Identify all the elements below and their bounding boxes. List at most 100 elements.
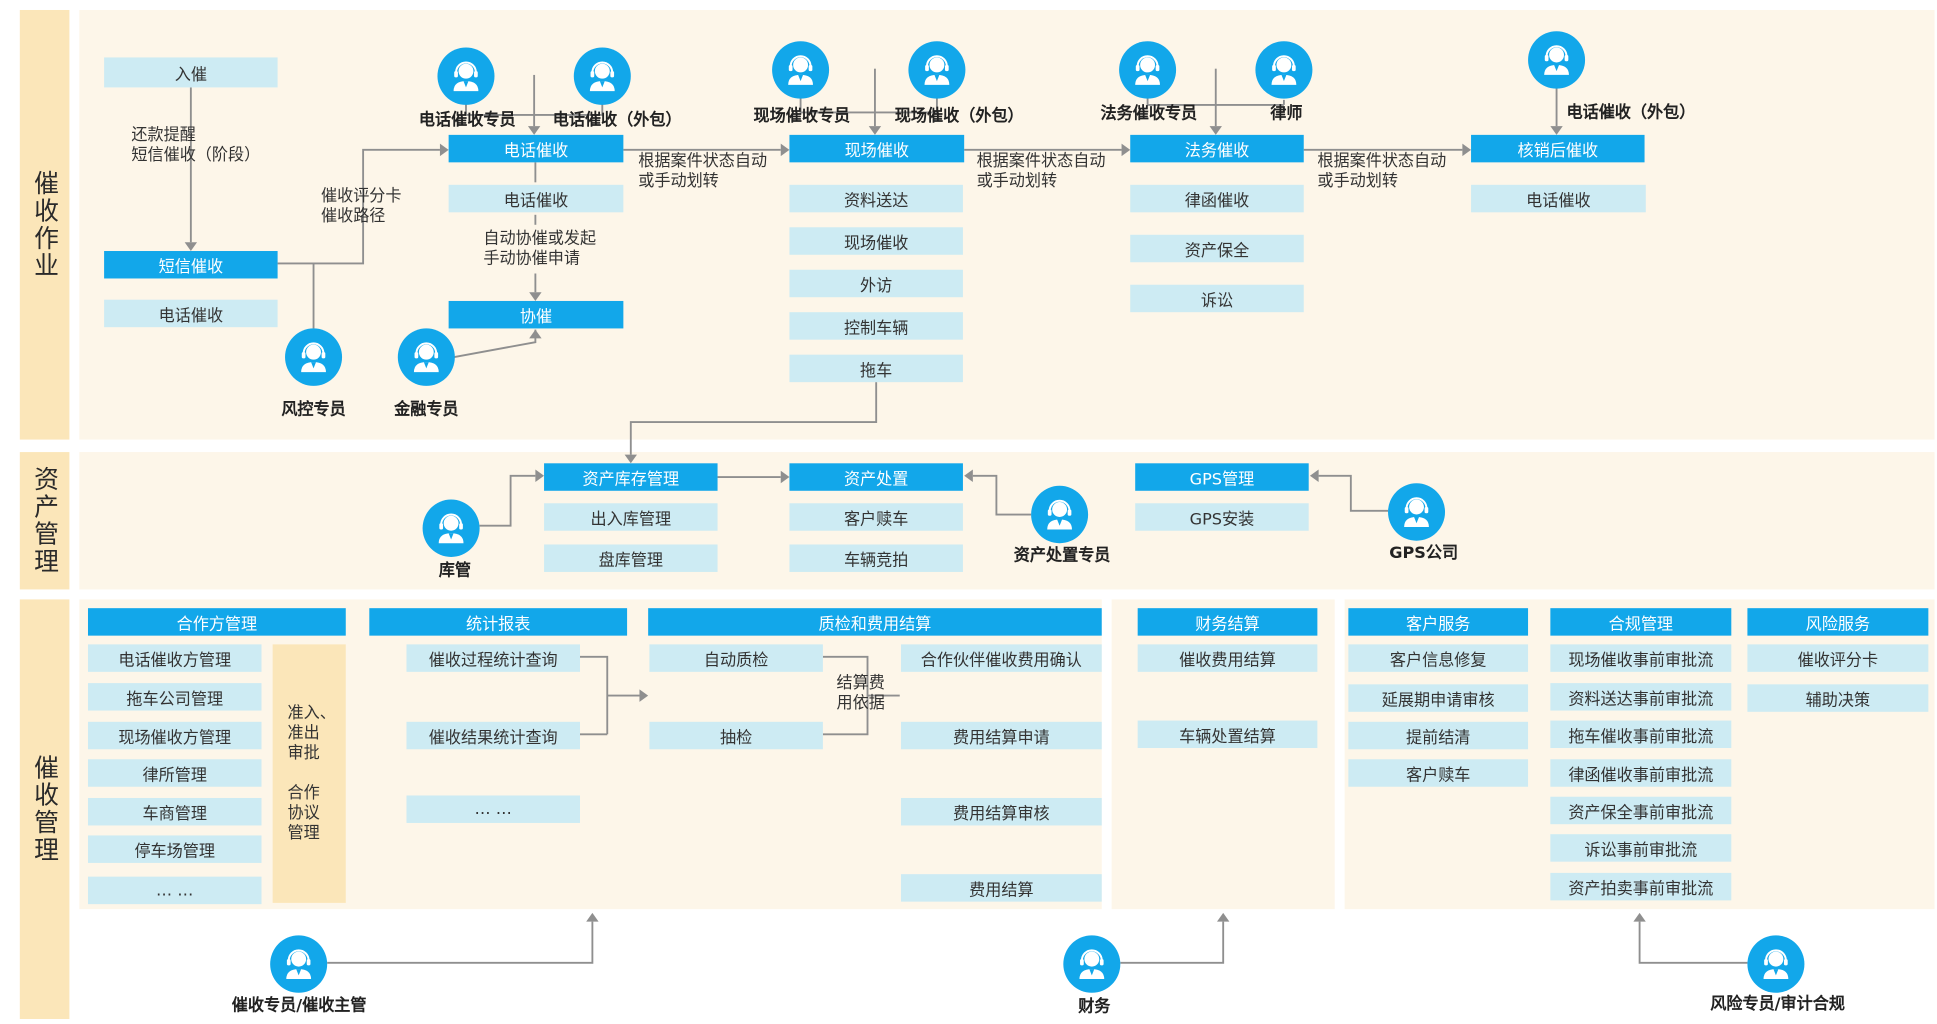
person-headset-icon (397, 328, 455, 386)
disposal-item-1: 客户赎车 (789, 503, 963, 531)
field-item-1: 资料送达 (789, 184, 963, 213)
qc-left-item-1: 自动质检 (649, 644, 823, 672)
risk-service-item-1: 催收评分卡 (1747, 644, 1929, 672)
writeoff-collection-sub: 电话催收 (1471, 184, 1646, 213)
field-item-2: 现场催收 (789, 227, 963, 255)
person-headset-icon (1404, 497, 1429, 527)
service-item-1: 客户信息修复 (1348, 644, 1529, 672)
person-headset-icon (286, 949, 312, 980)
partner-note: 准入、 准出 审批 合作 协议 管理 (272, 644, 346, 903)
person-headset-icon (1544, 45, 1569, 75)
section-label-ops: 催收作业 (19, 9, 70, 440)
field-collection-header: 现场催收 (789, 134, 965, 163)
role-finance-staff: 金融专员 (394, 400, 459, 420)
note-score: 催收评分卡 催收路径 (320, 187, 402, 227)
person-headset-icon (301, 342, 326, 373)
person-headset-icon (788, 55, 813, 85)
role-warehouse: 库管 (438, 561, 471, 581)
role-collector: 催收专员/催收主管 (231, 996, 367, 1016)
role-risk-staff: 风控专员 (281, 400, 346, 420)
note-transfer-1: 根据案件状态自动 或手动划转 (638, 152, 768, 192)
qc-right-item-3: 费用结算审核 (900, 797, 1102, 826)
role-writeoff-outsource: 电话催收（外包） (1566, 103, 1696, 123)
panel-asset (79, 452, 1935, 590)
service-item-2: 延展期申请审核 (1348, 684, 1529, 712)
partner-item-2: 拖车公司管理 (87, 683, 262, 711)
person-headset-icon (285, 328, 343, 386)
settle-header: 财务结算 (1137, 608, 1318, 636)
person-headset-icon (1255, 41, 1313, 99)
person-headset-icon (1528, 31, 1586, 89)
compliance-item-6: 诉讼事前审批流 (1550, 834, 1732, 862)
field-item-4: 控制车辆 (789, 312, 963, 340)
compliance-item-2: 资料送达事前审批流 (1550, 683, 1732, 711)
person-headset-icon (1079, 949, 1105, 980)
phone-collection-sub: 电话催收 (448, 184, 624, 213)
person-headset-icon (270, 935, 328, 993)
person-headset-icon (438, 513, 464, 544)
compliance-item-5: 资产保全事前审批流 (1550, 796, 1732, 825)
note-transfer-2: 根据案件状态自动 或手动划转 (976, 152, 1106, 192)
role-gps-company: GPS公司 (1389, 544, 1459, 564)
phone-collection-header: 电话催收 (448, 134, 624, 163)
report-header: 统计报表 (369, 608, 628, 636)
qc-right-item-1: 合作伙伴催收费用确认 (900, 644, 1102, 672)
qc-right-item-2: 费用结算申请 (900, 721, 1102, 750)
partner-item-7: … … (87, 876, 262, 905)
note-transfer-3: 根据案件状态自动 或手动划转 (1317, 152, 1447, 192)
role-audit: 风险专员/审计合规 (1710, 995, 1846, 1015)
person-headset-icon (1119, 41, 1177, 99)
field-item-3: 外访 (789, 269, 963, 298)
report-item-1: 催收过程统计查询 (406, 644, 580, 672)
inventory-header: 资产库存管理 (544, 463, 718, 491)
person-headset-icon (1763, 949, 1789, 980)
person-headset-icon (589, 61, 615, 92)
risk-service-item-2: 辅助决策 (1747, 684, 1929, 712)
person-headset-icon (1388, 483, 1446, 541)
qc-right-item-4: 费用结算 (900, 874, 1102, 902)
sms-collection-sub: 电话催收 (104, 299, 278, 328)
role-phone-staff: 电话催收专员 (418, 111, 516, 130)
report-item-2: 催收结果统计查询 (406, 721, 580, 750)
field-item-5: 拖车 (789, 354, 963, 383)
person-headset-icon (772, 41, 830, 99)
person-headset-icon (1047, 499, 1072, 530)
compliance-item-7: 资产拍卖事前审批流 (1550, 872, 1732, 901)
settle-item-2: 车辆处置结算 (1137, 720, 1318, 749)
compliance-item-1: 现场催收事前审批流 (1550, 644, 1732, 672)
section-label-asset: 资产管理 (19, 452, 70, 590)
person-headset-icon (1747, 935, 1805, 993)
partner-item-5: 车商管理 (87, 797, 262, 826)
partner-mgmt-header: 合作方管理 (87, 608, 346, 636)
qc-note: 结算费 用依据 (836, 674, 885, 714)
compliance-item-3: 拖车催收事前审批流 (1550, 720, 1732, 749)
legal-item-1: 律函催收 (1130, 184, 1304, 213)
person-headset-icon (422, 499, 480, 557)
person-headset-icon (1031, 485, 1089, 544)
section-label-mgmt: 催收管理 (19, 599, 70, 1020)
settle-item-1: 催收费用结算 (1137, 644, 1318, 672)
legal-item-3: 诉讼 (1130, 284, 1304, 313)
role-field-staff: 现场催收专员 (753, 107, 851, 127)
risk-service-header: 风险服务 (1747, 608, 1929, 636)
qc-left-item-2: 抽检 (649, 721, 823, 750)
partner-item-1: 电话催收方管理 (87, 644, 262, 672)
note-assist: 自动协催或发起 手动协催申请 (483, 229, 597, 269)
disposal-item-2: 车辆竞拍 (789, 544, 963, 572)
legal-collection-header: 法务催收 (1130, 134, 1304, 163)
note-remind: 还款提醒 短信催收（阶段） (131, 126, 261, 165)
partner-item-3: 现场催收方管理 (87, 721, 262, 750)
person-headset-icon (573, 47, 631, 105)
partner-item-6: 停车场管理 (87, 835, 262, 863)
report-item-3: … … (406, 795, 580, 823)
legal-item-2: 资产保全 (1130, 234, 1304, 263)
inventory-item-1: 出入库管理 (544, 503, 718, 531)
disposal-header: 资产处置 (789, 463, 963, 491)
person-headset-icon (1135, 55, 1160, 85)
gps-item-1: GPS安装 (1135, 503, 1309, 531)
assist-collection-header: 协催 (448, 300, 624, 329)
compliance-item-4: 律函催收事前审批流 (1550, 759, 1732, 787)
partner-item-4: 律所管理 (87, 759, 262, 787)
person-headset-icon (1271, 55, 1297, 85)
